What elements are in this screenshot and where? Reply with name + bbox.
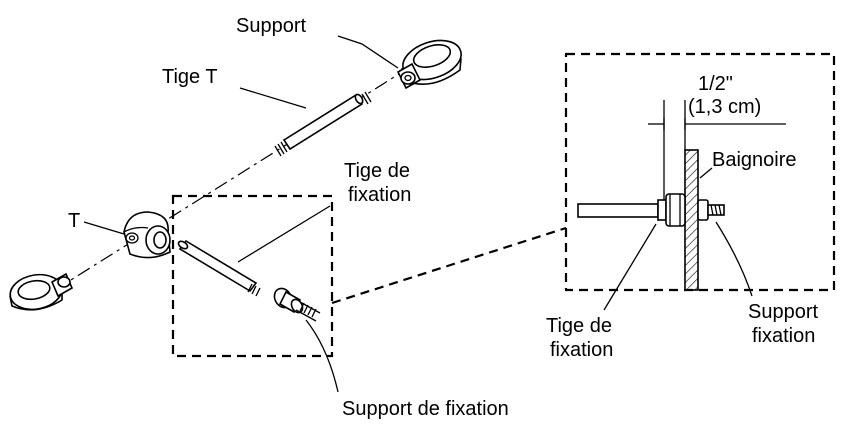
label-detail-tige-line1: Tige de [546,315,612,337]
detail-rod-part [577,193,686,227]
support-ring-part [396,39,462,90]
tige-de-fixation-rod-part [177,239,261,297]
leader-lines [83,35,753,393]
bottom-support-ring-part [9,272,74,311]
detail-support-fixation-part [697,199,725,221]
label-support: Support [236,15,306,37]
t-connector-part [123,211,171,259]
label-detail-support-line1: Support [748,301,818,323]
tige-t-rod-part [274,91,372,157]
support-de-fixation-part [273,287,321,322]
detail-region-box [171,194,334,358]
magnify-connector-line [331,226,567,305]
label-tige-de-fixation-line2: fixation [348,184,411,206]
label-dimension-fraction: 1/2" [698,73,733,95]
bathtub-wall [684,149,699,291]
label-tige-de-fixation-line1: Tige de [344,160,410,182]
label-dimension-metric: (1,3 cm) [688,96,761,118]
label-detail-tige-line2: fixation [550,339,613,361]
label-support-de-fixation: Support de fixation [342,398,509,420]
label-baignoire: Baignoire [712,149,797,171]
dimension-markers [648,100,786,200]
label-t: T [68,210,80,232]
label-detail-support-line2: fixation [752,325,815,347]
magnified-detail-box [564,52,836,292]
label-tige-t: Tige T [162,66,218,88]
